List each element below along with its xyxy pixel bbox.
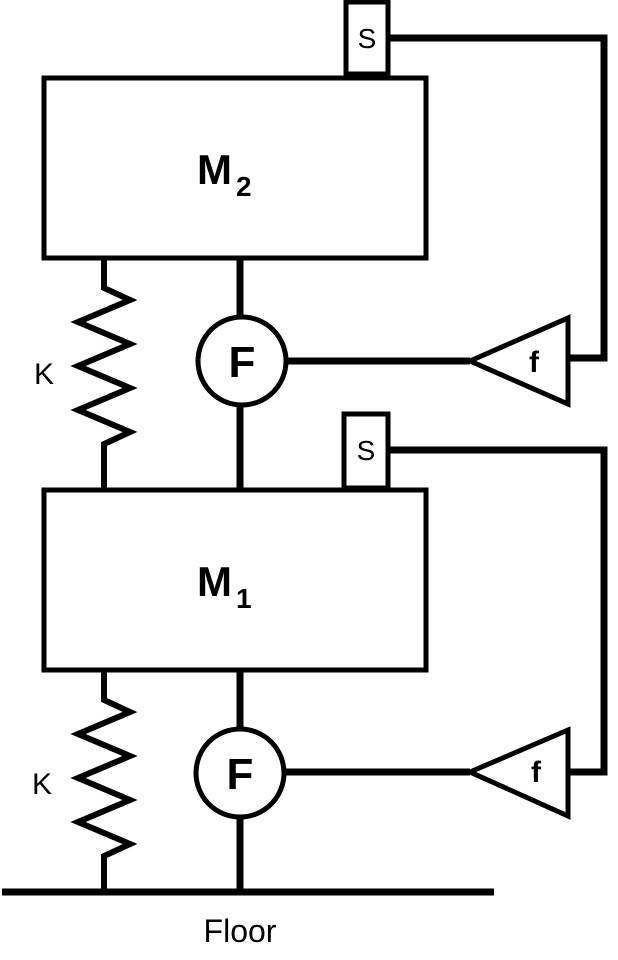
mass-m2-block <box>41 75 429 261</box>
mass-m2-label: M <box>197 146 232 193</box>
mass-m2-subscript: 2 <box>236 171 252 202</box>
mass-m2-letter: M <box>197 146 232 193</box>
gain-lower-label: f <box>531 756 542 789</box>
spring-lower-label: K <box>32 768 52 801</box>
gain-upper-triangle <box>463 314 571 408</box>
feedback-wire-lower <box>388 446 608 776</box>
actuator-lower-label: F <box>227 750 254 799</box>
spring-upper <box>70 258 138 490</box>
mass-m1-letter: M <box>197 558 232 605</box>
gain-lower-triangle <box>463 726 571 820</box>
spring-upper-label: K <box>34 358 54 391</box>
floor-label: Floor <box>204 913 277 949</box>
gain-upper-label: f <box>529 346 540 379</box>
mass-m1-label: M <box>197 558 232 605</box>
spring-lower <box>70 670 138 892</box>
sensor-lower-label: S <box>357 435 376 466</box>
sensor-upper-label: S <box>358 23 377 54</box>
mass-m1-subscript: 1 <box>236 583 252 614</box>
feedback-wire-upper <box>388 34 608 362</box>
actuator-upper-label: F <box>229 338 256 387</box>
sensor-upper-box <box>343 0 391 77</box>
mass-m1-block <box>41 487 429 673</box>
